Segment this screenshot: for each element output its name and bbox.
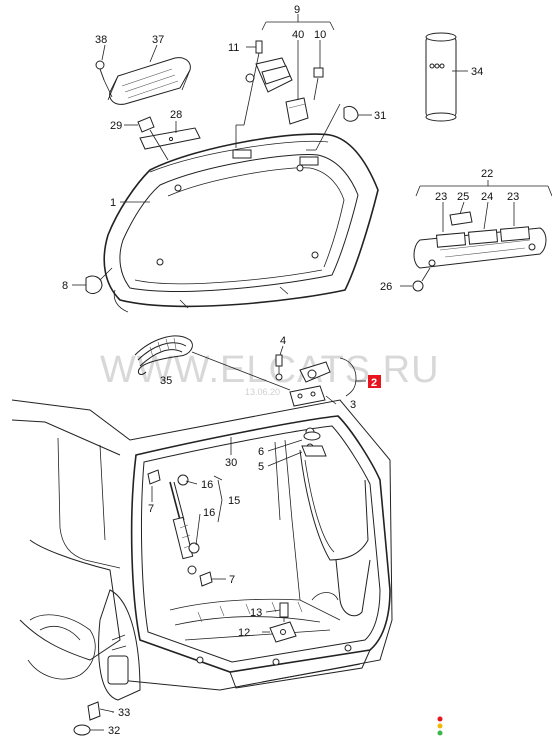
callout-12: 12 [238, 627, 250, 639]
screw-part-11 [235, 40, 263, 148]
callout-15: 15 [228, 495, 240, 507]
gas-strut-part-15 [147, 469, 213, 587]
tailgate-panel [103, 133, 379, 313]
plug-part-32 [73, 724, 104, 736]
callout-26: 26 [380, 281, 392, 293]
status-indicator-dots [437, 716, 443, 736]
callout-38: 38 [95, 34, 107, 46]
callout-1: 1 [110, 197, 116, 209]
status-dot-red [437, 716, 443, 722]
callout-7-lower: 7 [229, 574, 235, 586]
callout-25: 25 [457, 191, 469, 203]
lock-bolt-part-31 [306, 103, 359, 151]
screw-part-33 [87, 701, 115, 721]
third-brake-light-part-22 [413, 211, 547, 269]
tailgate-handle-recess [232, 149, 252, 159]
callout-9: 9 [294, 4, 300, 16]
washer-part-6 [303, 431, 321, 441]
hinge-bracket-line [339, 357, 357, 397]
status-dot-yellow [437, 723, 443, 729]
callout-30: 30 [225, 457, 237, 469]
callout-34: 34 [471, 66, 483, 78]
screw-part-38 [95, 60, 113, 98]
highlight-badge-bg[interactable] [368, 375, 381, 388]
callout-6: 6 [258, 446, 264, 458]
screw-part-13 [279, 602, 289, 622]
tail-lamp-cutout [107, 655, 129, 685]
callout-13: 13 [250, 607, 262, 619]
callout-33: 33 [118, 707, 130, 719]
wiring-harness-part-35 [134, 335, 291, 391]
callout-24: 24 [481, 191, 493, 203]
callout-3: 3 [350, 399, 356, 411]
latch-part-12 [262, 621, 297, 643]
cover-plate-part-28 [139, 127, 201, 150]
grommet-part-26 [412, 267, 431, 292]
callout-10: 10 [314, 29, 326, 41]
callout-32: 32 [108, 725, 120, 737]
callout-31: 31 [374, 110, 386, 122]
callout-8: 8 [62, 280, 68, 292]
hinge-assembly-part-2 [289, 361, 331, 407]
upper-trim-part-37 [107, 57, 191, 105]
callout-16-lower: 16 [203, 507, 215, 519]
bolt-part-29 [137, 116, 169, 161]
callout-5: 5 [258, 461, 264, 473]
callout-labels: 38 37 29 28 1 8 9 40 10 11 31 34 22 23 2… [62, 4, 519, 737]
callout-23-right: 23 [507, 191, 519, 203]
lock-assembly-part-40 [245, 57, 309, 125]
status-dot-green [437, 730, 443, 736]
callout-23-left: 23 [435, 191, 447, 203]
callout-37: 37 [152, 34, 164, 46]
watermark-text: WWW.ELCATS.RU [100, 349, 440, 391]
spray-can-part-34 [425, 32, 457, 122]
leader-lines [72, 14, 552, 713]
callout-7-upper: 7 [148, 503, 154, 515]
highlight-badge-label[interactable]: 2 [371, 377, 377, 389]
highlight-badge-part-2[interactable]: 2 [368, 375, 381, 389]
vehicle-rear-body [11, 399, 393, 701]
watermark-date: 13.06.20 [245, 387, 280, 397]
callout-11: 11 [228, 42, 239, 54]
bolt-part-4 [275, 354, 283, 381]
callout-28: 28 [170, 109, 182, 121]
callout-29: 29 [110, 120, 122, 132]
callout-40: 40 [292, 29, 304, 41]
callout-4: 4 [280, 335, 286, 347]
micro-switch-part-10 [313, 67, 324, 101]
nut-part-5 [301, 445, 327, 457]
callout-22: 22 [481, 168, 493, 180]
callout-16-upper: 16 [201, 479, 213, 491]
bump-stop-part-8 [85, 267, 113, 294]
callout-35: 35 [160, 375, 172, 387]
